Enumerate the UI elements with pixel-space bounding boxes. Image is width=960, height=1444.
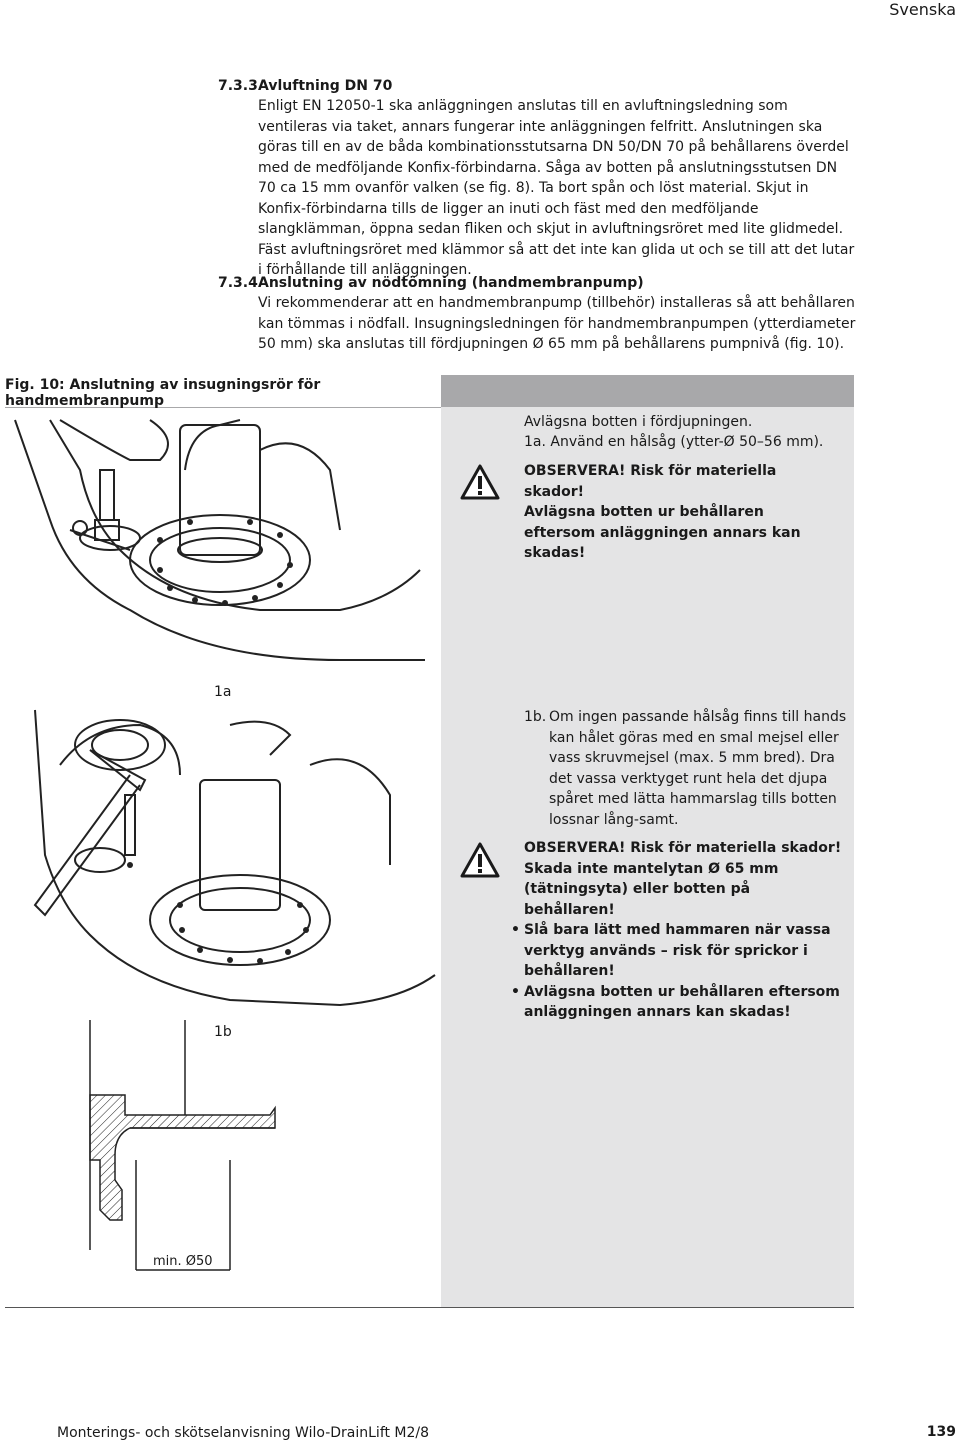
bullet-item: •Slå bara lätt med hammaren när vassa ve… [511, 922, 831, 979]
warning-icon [460, 842, 500, 878]
section-number: 7.3.4 [218, 275, 258, 291]
figure-caption: Fig. 10: Anslutning av insugningsrör för… [5, 377, 321, 409]
warning-1: OBSERVERA! Risk för materiella skador! A… [524, 461, 824, 564]
instruction-step-1a: 1a. Använd en hålsåg (ytter-Ø 50–56 mm). [524, 434, 824, 450]
figure-caption-box: Fig. 10: Anslutning av insugningsrör för… [5, 375, 441, 409]
page-number: 139 [926, 1424, 956, 1440]
dimension-label: min. Ø50 [153, 1254, 213, 1269]
section-body: Vi rekommenderar att en handmembranpump … [258, 295, 856, 352]
footer-document-title: Monterings- och skötselanvisning Wilo-Dr… [57, 1425, 430, 1441]
step-1b-number: 1b. [524, 709, 547, 725]
warning-2-text: Skada inte mantelytan Ø 65 mm (tätningsy… [524, 860, 779, 918]
section-number: 7.3.3 [218, 78, 258, 94]
section-7-3-3: 7.3.3 Avluftning DN 70 Enligt EN 12050-1… [218, 76, 858, 278]
section-title: Avluftning DN 70 [258, 78, 393, 94]
warning-2-title: OBSERVERA! Risk för materiella skador! [524, 840, 842, 856]
instruction-step-1b: 1b. Om ingen passande hålsåg finns till … [524, 707, 854, 830]
warning-2: OBSERVERA! Risk för materiella skador! S… [511, 838, 844, 1023]
warning-2-bullets: •Slå bara lätt med hammaren när vassa ve… [511, 920, 844, 1023]
step-1b-text: Om ingen passande hålsåg finns till hand… [549, 709, 847, 828]
label-1b: 1b [214, 1024, 232, 1040]
illustration-1a [14, 419, 425, 661]
language-label: Svenska [889, 0, 956, 19]
warning-1-title: OBSERVERA! Risk för materiella skador! [524, 463, 777, 500]
figure-bottom-rule [5, 1307, 854, 1308]
instruction-intro: Avlägsna botten i fördjupningen. [524, 414, 753, 430]
figure-caption-bar: Fig. 10: Anslutning av insugningsrör för… [5, 375, 854, 409]
bullet-item: •Avlägsna botten ur behållaren eftersom … [511, 983, 840, 1021]
illustration-1b [33, 709, 436, 1007]
section-title: Anslutning av nödtömning (handmembranpum… [258, 275, 644, 291]
warning-1-text: Avlägsna botten ur behållaren eftersom a… [524, 504, 801, 561]
cross-section-drawing [89, 1020, 276, 1271]
section-7-3-4: 7.3.4 Anslutning av nödtömning (handmemb… [218, 273, 858, 363]
section-body: Enligt EN 12050-1 ska anläggningen anslu… [258, 98, 855, 278]
warning-icon [460, 464, 500, 500]
label-1a: 1a [214, 684, 232, 700]
instruction-panel [441, 407, 854, 1308]
